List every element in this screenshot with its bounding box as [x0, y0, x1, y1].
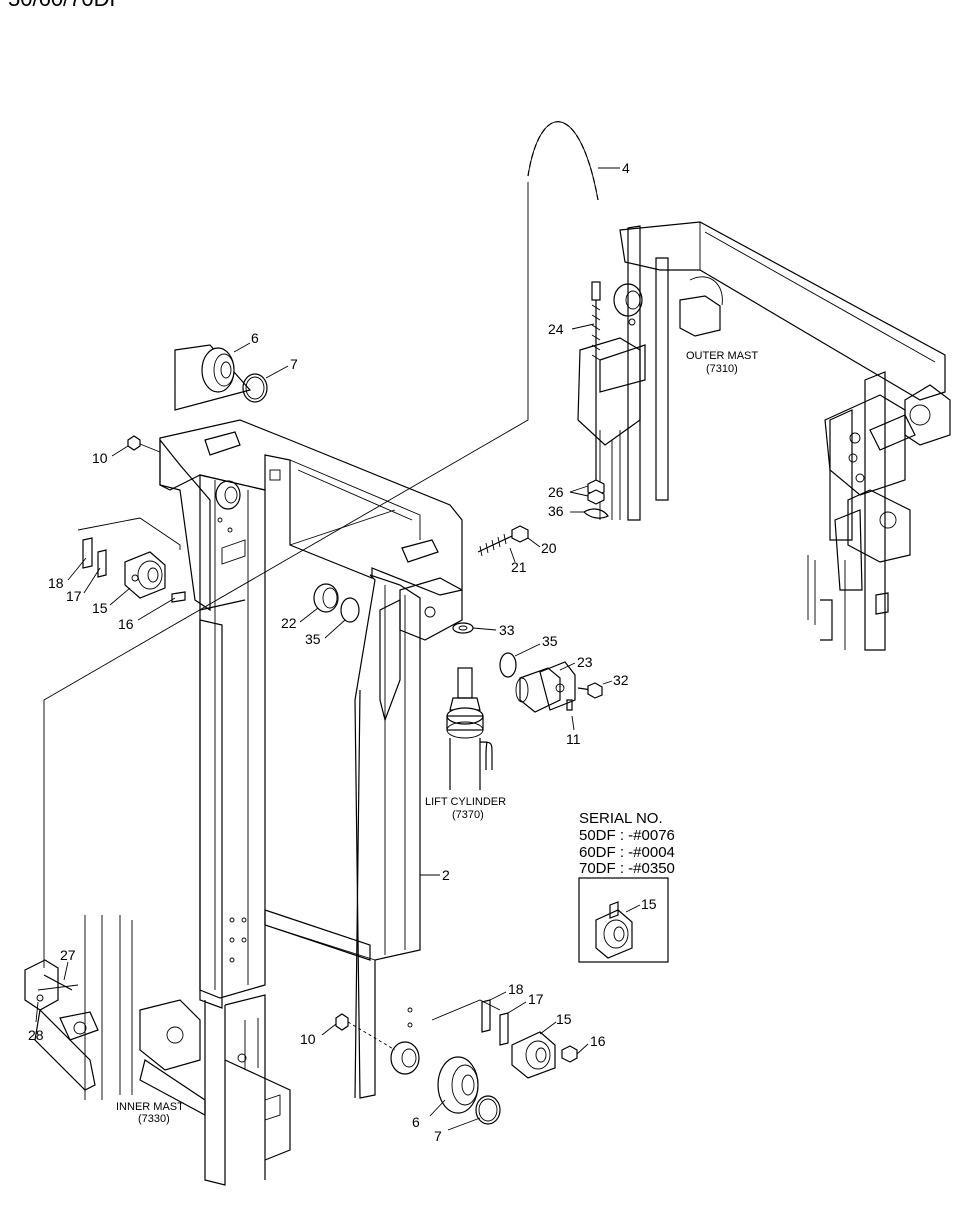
serial-line-60df: 60DF : -#0004	[579, 844, 675, 861]
callout-4: 4	[622, 160, 630, 176]
callout-28: 28	[28, 1027, 44, 1043]
callout-2: 2	[442, 867, 450, 883]
inner-mast-lower-drawing	[24, 915, 259, 1117]
serial-box: SERIAL NO. 50DF : -#0076 60DF : -#0004 7…	[578, 810, 675, 963]
callout-35-right: 35	[542, 633, 558, 649]
callout-21: 21	[511, 559, 527, 575]
callout-6-top: 6	[251, 330, 259, 346]
model-code: 50/60/70DF	[8, 0, 123, 10]
lift-cylinder-drawing	[446, 667, 493, 790]
serial-line-70df: 70DF : -#0350	[579, 860, 675, 877]
serial-title: SERIAL NO.	[579, 810, 663, 827]
lift-cylinder-label: LIFT CYLINDER	[425, 796, 506, 808]
callout-18-bottom: 18	[508, 981, 524, 997]
callout-16-top: 16	[118, 616, 134, 632]
callout-10-bottom: 10	[300, 1031, 316, 1047]
outer-mast-drawing	[577, 221, 951, 651]
callout-17-top: 17	[66, 588, 82, 604]
serial-line-50df: 50DF : -#0076	[579, 827, 675, 844]
callout-33: 33	[499, 622, 515, 638]
callout-7-bottom: 7	[434, 1128, 442, 1144]
outer-mast-label: OUTER MAST	[686, 350, 758, 362]
inner-mast-code: (7330)	[138, 1113, 170, 1125]
callout-20: 20	[541, 540, 557, 556]
callout-22: 22	[281, 615, 297, 631]
callout-15-bottom: 15	[556, 1011, 572, 1027]
callout-27: 27	[60, 947, 76, 963]
chain-assembly	[43, 121, 609, 968]
callout-17-bottom: 17	[528, 991, 544, 1007]
inner-mast-label: INNER MAST	[116, 1101, 184, 1113]
inner-mast-drawing	[159, 419, 463, 1186]
callout-26: 26	[548, 484, 564, 500]
callout-16-bottom: 16	[590, 1033, 606, 1049]
assembly-labels: OUTER MAST (7310) LIFT CYLINDER (7370) I…	[116, 350, 758, 1125]
callout-10-top: 10	[92, 450, 108, 466]
callout-11: 11	[566, 731, 581, 747]
outer-mast-code: (7310)	[706, 363, 738, 375]
callout-23: 23	[577, 654, 593, 670]
callout-36: 36	[548, 503, 564, 519]
callout-18-top: 18	[48, 575, 64, 591]
callout-leaders	[35, 167, 620, 1131]
callout-15-top: 15	[92, 600, 108, 616]
callout-numbers: 4 24 6 7 10 26 36 20 21 18 17 15 16 22 3…	[28, 160, 630, 1144]
lift-cylinder-code: (7370)	[452, 809, 484, 821]
hardware-parts	[36, 344, 603, 1125]
callout-6-bottom: 6	[412, 1114, 420, 1130]
callout-35-left: 35	[305, 631, 321, 647]
callout-24: 24	[548, 321, 564, 337]
callout-32: 32	[613, 672, 629, 688]
callout-7-top: 7	[290, 356, 298, 372]
callout-15-inset: 15	[641, 896, 657, 912]
